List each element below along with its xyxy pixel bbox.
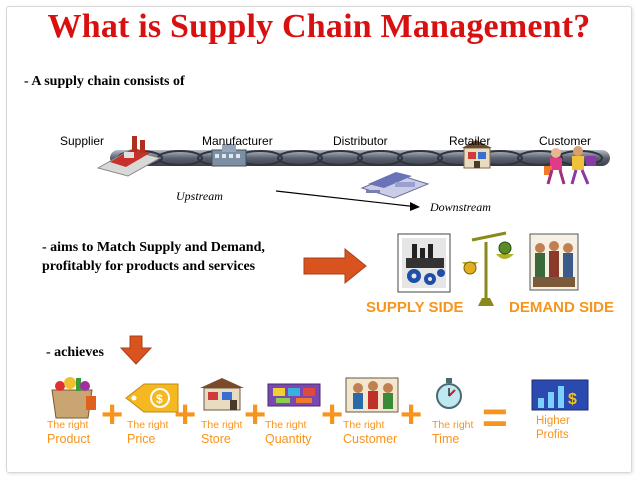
right-customer-label: The right Customer [343, 418, 397, 446]
slide-frame [6, 6, 632, 473]
boxes-icon [267, 383, 321, 407]
plus-sign: + [321, 394, 344, 436]
right-price-top: The right [127, 419, 169, 431]
stage-supplier: Supplier [60, 134, 105, 148]
people-icon [345, 377, 399, 413]
right-product-top: The right [47, 419, 89, 431]
right-quantity-bottom: Quantity [265, 432, 312, 446]
right-time-bottom: Time [432, 432, 460, 446]
svg-text:$: $ [568, 391, 577, 408]
plus-sign: + [174, 394, 197, 436]
higher-profits-top: Higher [536, 415, 570, 427]
upstream-label: Upstream [176, 189, 223, 203]
intro-text: - A supply chain consists of [24, 74, 185, 89]
right-store-bottom: Store [201, 432, 231, 446]
grocery-bag-icon [51, 377, 96, 419]
scale-icon [462, 231, 514, 306]
right-store-label: The right Store [201, 418, 242, 446]
right-price-label: The right Price [127, 418, 168, 446]
right-quantity-top: The right [265, 419, 307, 431]
aims-line-1: - aims to Match Supply and Demand, [42, 240, 265, 255]
achieves-text: - achieves [46, 345, 104, 360]
right-customer-top: The right [343, 419, 385, 431]
building-icon [211, 144, 247, 167]
down-arrow-icon [119, 335, 153, 365]
stage-distributor: Distributor [333, 134, 388, 148]
shoppers-icon [544, 146, 596, 185]
demand-side-label: DEMAND SIDE [509, 299, 615, 316]
aims-line-2: profitably for products and services [42, 259, 256, 274]
price-tag-icon: $ [125, 383, 179, 413]
right-customer-bottom: Customer [343, 432, 398, 446]
store-icon [462, 140, 492, 169]
right-product-bottom: Product [47, 432, 91, 446]
stage-retailer: Retailer [449, 134, 491, 148]
right-price-bottom: Price [127, 432, 156, 446]
right-store-top: The right [201, 419, 243, 431]
flow-arrow [275, 190, 420, 211]
higher-profits-bottom: Profits [536, 429, 569, 441]
downstream-label: Downstream [430, 200, 491, 214]
plus-sign: + [400, 394, 423, 436]
chain-links-icon [110, 150, 610, 166]
right-product-label: The right Product [47, 418, 90, 446]
chart-icon: $ [531, 379, 589, 411]
stage-customer: Customer [539, 134, 592, 148]
page-title: What is Supply Chain Management? [47, 8, 591, 45]
equals-sign: = [482, 393, 508, 442]
right-time-label: The right Time [432, 418, 473, 446]
plus-sign: + [244, 394, 267, 436]
warehouse-icon [360, 172, 430, 199]
right-quantity-label: The right Quantity [265, 418, 312, 446]
crowd-icon [529, 233, 579, 291]
svg-text:$: $ [156, 392, 163, 406]
right-time-top: The right [432, 419, 474, 431]
factory-icon [96, 136, 162, 177]
plus-sign: + [101, 394, 124, 436]
stopwatch-icon [436, 378, 462, 409]
supply-side-label: SUPPLY SIDE [366, 299, 464, 316]
stage-manufacturer: Manufacturer [202, 134, 273, 148]
higher-profits-label: Higher Profits [536, 414, 570, 442]
storefront-icon [200, 378, 244, 411]
right-arrow-icon [303, 247, 367, 285]
gears-factory-icon [397, 233, 451, 293]
